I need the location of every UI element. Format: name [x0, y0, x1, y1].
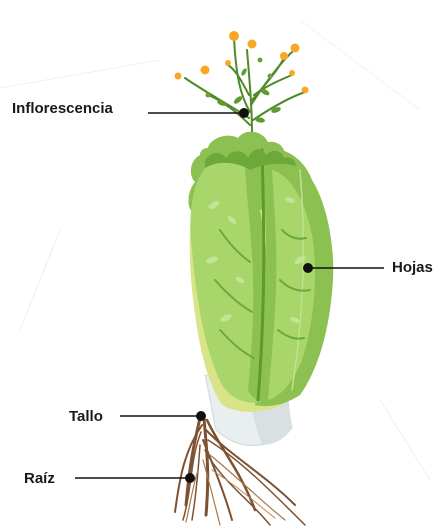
- leaves-label: Hojas: [392, 259, 433, 277]
- inflorescence-label: Inflorescencia: [12, 100, 113, 118]
- pointer-stem: [120, 411, 206, 421]
- stem-label: Tallo: [69, 408, 103, 426]
- pointer-root: [75, 473, 195, 483]
- inflorescence-stems: [185, 38, 305, 135]
- root-label: Raíz: [24, 470, 55, 488]
